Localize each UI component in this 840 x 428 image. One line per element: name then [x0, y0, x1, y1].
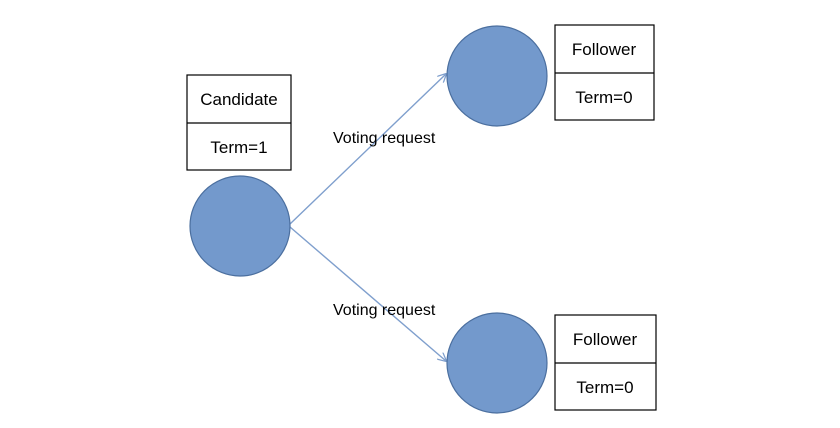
follower-bottom-box: Follower Term=0: [554, 314, 657, 411]
follower-bottom-node: [446, 312, 548, 414]
candidate-term-label: Term=1: [210, 138, 267, 157]
edge-to-top-follower: [289, 74, 446, 225]
follower-bottom-term-label: Term=0: [576, 378, 633, 397]
candidate-node: [189, 175, 291, 277]
follower-top-node: [446, 25, 548, 127]
candidate-role-label: Candidate: [200, 90, 278, 109]
edge-label-top: Voting request: [333, 130, 436, 147]
edge-to-bottom-follower: [289, 226, 446, 361]
follower-top-term-label: Term=0: [575, 88, 632, 107]
candidate-box: Candidate Term=1: [186, 74, 292, 171]
follower-top-role-label: Follower: [572, 40, 637, 59]
follower-bottom-role-label: Follower: [573, 330, 638, 349]
edge-label-bottom: Voting request: [333, 302, 436, 319]
follower-top-box: Follower Term=0: [554, 24, 655, 121]
